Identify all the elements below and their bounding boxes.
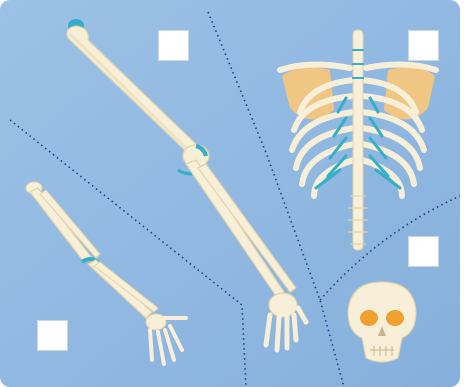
answer-box-skull[interactable]	[408, 236, 439, 267]
answer-box-arm[interactable]	[158, 30, 189, 61]
answer-box-ribcage[interactable]	[408, 30, 439, 61]
answer-box-forearm[interactable]	[37, 320, 68, 351]
